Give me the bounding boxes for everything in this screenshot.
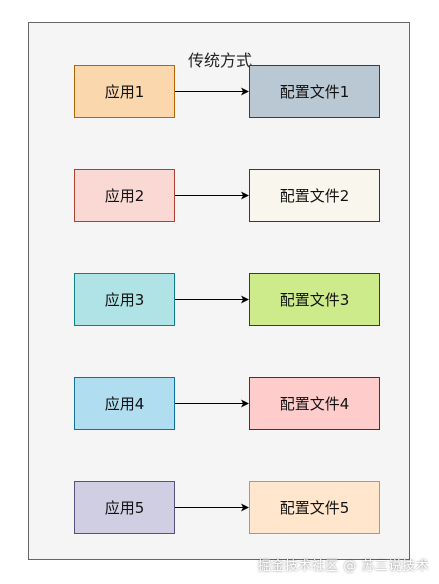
app-label-1: 应用1	[104, 83, 145, 101]
watermark: 掘金技术社区 @ 苏三说技术	[257, 559, 429, 574]
config-label-1: 配置文件1	[279, 83, 350, 101]
config-box-4: 配置文件4	[249, 377, 380, 430]
config-label-3: 配置文件3	[279, 291, 350, 309]
config-box-1: 配置文件1	[249, 65, 380, 118]
app-box-4: 应用4	[74, 377, 175, 430]
app-label-4: 应用4	[104, 395, 145, 413]
app-label-3: 应用3	[104, 291, 145, 309]
app-box-3: 应用3	[74, 273, 175, 326]
config-box-2: 配置文件2	[249, 169, 380, 222]
traditional-container: 传统方式 应用1 配置文件1 应用2 配置文件2 应用3 配置文件3 应用4 配…	[28, 22, 410, 560]
app-label-5: 应用5	[104, 499, 145, 517]
config-box-3: 配置文件3	[249, 273, 380, 326]
config-box-5: 配置文件5	[249, 481, 380, 534]
config-label-2: 配置文件2	[279, 187, 350, 205]
config-label-5: 配置文件5	[279, 499, 350, 517]
app-box-5: 应用5	[74, 481, 175, 534]
container-title: 传统方式	[187, 51, 252, 70]
app-box-1: 应用1	[74, 65, 175, 118]
config-label-4: 配置文件4	[279, 395, 350, 413]
app-label-2: 应用2	[104, 187, 145, 205]
app-box-2: 应用2	[74, 169, 175, 222]
